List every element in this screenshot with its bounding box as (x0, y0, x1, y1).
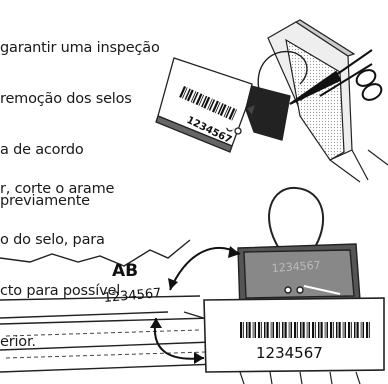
barcode-bar (326, 322, 328, 338)
barcode-bar (318, 322, 320, 338)
barcode-bar (302, 322, 305, 338)
seal-wire-bottom (268, 186, 325, 253)
barcode-bar (258, 322, 261, 338)
barcode-bar (324, 322, 326, 338)
barcode-bar (243, 322, 244, 338)
barcode-bar (198, 94, 205, 106)
barcode-bar (240, 322, 243, 338)
scissors-icon (289, 49, 383, 105)
text-line: o do selo, para (0, 232, 105, 248)
barcode-bar (231, 109, 237, 121)
barcode-bar (192, 91, 199, 104)
seal-embossed-serial: 1234567 (271, 259, 321, 275)
barcode-bars (179, 86, 237, 121)
barcode-bar (297, 322, 298, 338)
barcode-bar (225, 106, 232, 119)
barcode-bar (315, 322, 316, 338)
seal-wire-top (257, 50, 308, 101)
barcode-bar (336, 322, 338, 338)
arrowheads (150, 246, 240, 364)
barcode-bar (282, 322, 284, 338)
barcode-bar (208, 99, 216, 111)
text-line: garantir uma inspeção (0, 40, 160, 56)
barcode-bar (300, 322, 302, 338)
barcode-bar (254, 322, 256, 338)
barcode-bar (333, 322, 334, 338)
text-line: cto para possível (0, 283, 121, 299)
barcode-bars (240, 322, 370, 338)
document-code: AB (112, 261, 138, 281)
barcode-bar (342, 322, 344, 338)
instruction-paragraph-1: garantir uma inspeção remoção dos selos … (0, 6, 160, 227)
barcode-bar (182, 87, 188, 99)
barcode-bar (294, 322, 297, 338)
arrowhead (194, 352, 204, 364)
text-line: a de acordo (0, 142, 84, 158)
text-line: remoção dos selos (0, 91, 132, 107)
barcode-bar (348, 322, 351, 338)
barcode-bar (366, 322, 369, 338)
barcode-bar (252, 322, 254, 338)
barcode-bar (308, 322, 310, 338)
text-line: r, corte o arame (0, 181, 115, 197)
barcode-bar (279, 322, 280, 338)
barcode-bar (290, 322, 292, 338)
barcode-bar (320, 322, 323, 338)
barcode-bar (264, 322, 266, 338)
barcode-bar (212, 100, 219, 113)
barcode-bar (201, 95, 208, 108)
barcode-bar (266, 322, 269, 338)
barcode-bar (217, 103, 224, 115)
barcode-bar (354, 322, 356, 338)
barcode-bar (360, 322, 362, 338)
torn-document (0, 239, 219, 373)
barcode-bar (284, 322, 287, 338)
barcode-bar (344, 322, 346, 338)
arrowhead (168, 278, 178, 290)
barcode-bar (184, 88, 191, 101)
text-line: previamente (0, 193, 90, 209)
barcode-bar (272, 322, 274, 338)
barcode-bar (369, 322, 370, 338)
barcode-bar (219, 104, 227, 116)
barcode-bar (186, 89, 194, 102)
document-serial: 1234567 (103, 286, 162, 306)
arrowhead (228, 246, 240, 258)
barcode-bar (195, 93, 203, 106)
barcode-bar (362, 322, 364, 338)
barcode-bar (190, 91, 197, 103)
barcode-bar (312, 322, 315, 338)
barcode-bar (276, 322, 279, 338)
barcode-bar (270, 322, 272, 338)
text-line: erior. (0, 334, 36, 350)
barcode-bar (179, 86, 187, 98)
barcode-top (175, 96, 237, 131)
barcode-bar (261, 322, 262, 338)
seal-serial-bottom: 1234567 (256, 344, 323, 362)
barcode-bar (207, 98, 213, 110)
arrowhead (150, 318, 162, 328)
barcode-bar (203, 96, 211, 109)
barcode-bar (306, 322, 308, 338)
instruction-paragraph-2: r, corte o arame o do selo, para cto par… (0, 147, 120, 368)
barcode-bar (246, 322, 248, 338)
barcode-bar (248, 322, 251, 338)
barcode-bar (338, 322, 341, 338)
barcode-bar (288, 322, 290, 338)
seal-label-card (203, 297, 385, 384)
barcode-bar (223, 105, 230, 118)
barcode-bar (214, 101, 221, 114)
dashed-lines (5, 329, 207, 359)
barcode-bar (330, 322, 333, 338)
barcode-bar (351, 322, 352, 338)
barcode-bar (356, 322, 359, 338)
barcode-bar (228, 107, 236, 120)
